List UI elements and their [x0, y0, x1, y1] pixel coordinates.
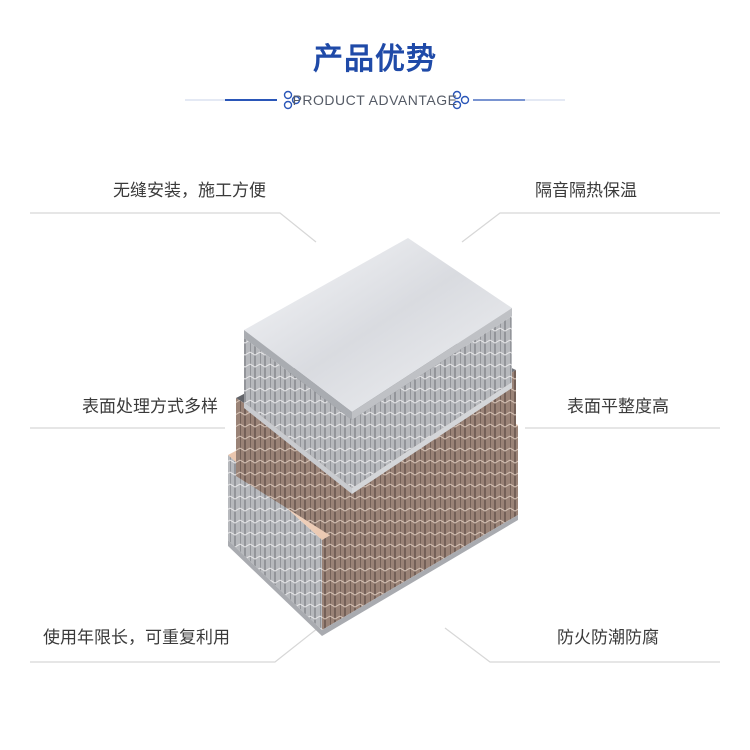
feature-seamless-install: 无缝安装，施工方便 — [113, 181, 266, 201]
molecule-icon-left — [283, 90, 301, 110]
page-title: 产品优势 — [313, 42, 437, 77]
feature-surface-flatness: 表面平整度高 — [567, 397, 669, 417]
molecule-icon-right — [452, 90, 470, 110]
subtitle-row: PRODUCT ADVANTAGE — [185, 88, 565, 112]
page-subtitle: PRODUCT ADVANTAGE — [292, 92, 458, 108]
feature-fire-moisture-corrosion: 防火防潮防腐 — [557, 628, 659, 648]
silver-panel — [244, 238, 512, 494]
subtitle-decoration — [185, 90, 565, 110]
feature-long-service-life: 使用年限长，可重复利用 — [43, 628, 230, 648]
feature-surface-treatments: 表面处理方式多样 — [82, 397, 218, 417]
feature-sound-heat-insulation: 隔音隔热保温 — [535, 181, 637, 201]
